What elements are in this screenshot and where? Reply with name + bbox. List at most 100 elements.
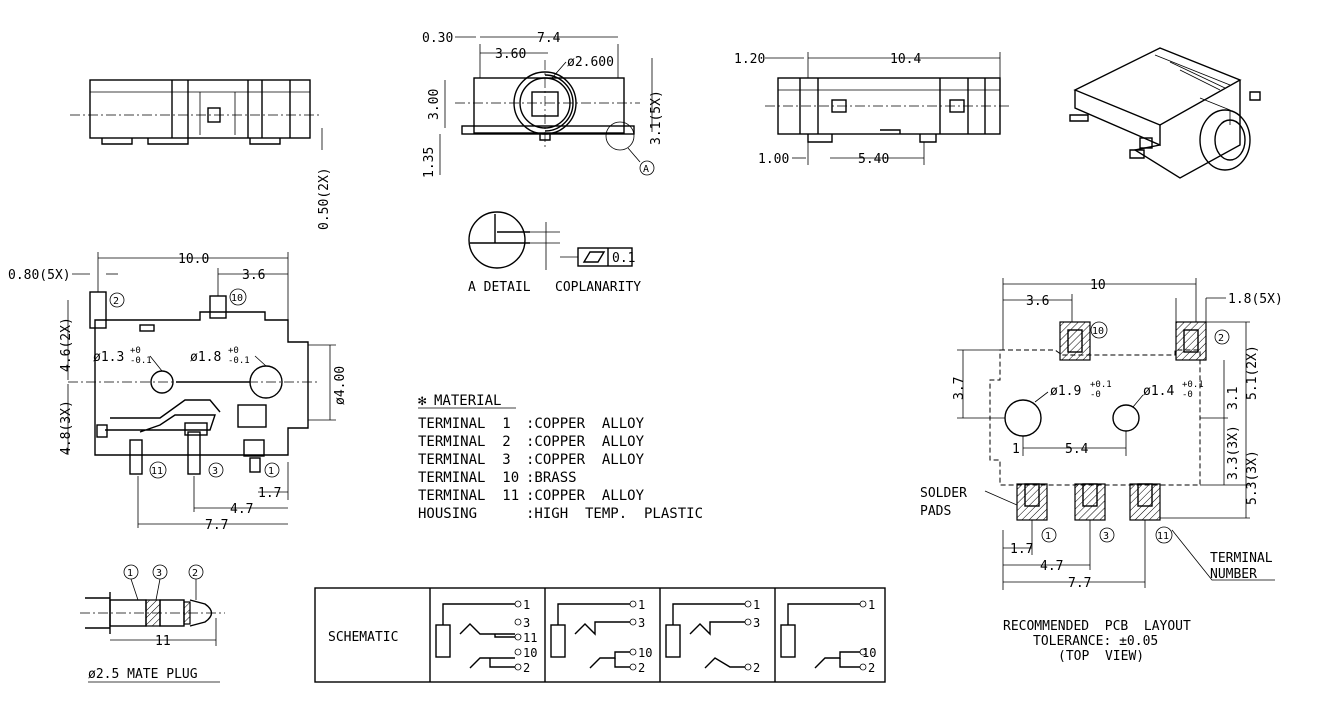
dim-030: 0.30 xyxy=(422,31,453,46)
material-row-5-material: :HIGH TEMP. PLASTIC xyxy=(526,506,703,522)
pcb-pad-1: 1 xyxy=(1045,531,1051,542)
p2-pin-2: 2 xyxy=(638,661,645,675)
hole1-tol-lower: -0.1 xyxy=(130,356,152,366)
material-row-4-material: :COPPER ALLOY xyxy=(526,488,645,504)
dim-080-5x: 0.80(5X) xyxy=(8,268,71,283)
hole2-tol-upper: +0 xyxy=(228,346,239,356)
dim-050-2x: 0.50(2X) xyxy=(317,167,332,230)
plug-marker-2: 2 xyxy=(192,568,198,579)
tolerance-value: 0.1 xyxy=(612,251,635,266)
p3-pin-1: 1 xyxy=(753,598,760,612)
pcb-solder-pads-2: PADS xyxy=(920,504,951,519)
pcb-pad-3: 3 xyxy=(1103,531,1109,542)
pcb-dim-47: 4.7 xyxy=(1040,559,1063,574)
p4-pin-10: 10 xyxy=(862,646,876,660)
pcb-dim-31: 3.1 xyxy=(1226,387,1241,410)
dim-100: 1.00 xyxy=(758,152,789,167)
p1-pin-3: 3 xyxy=(523,616,530,630)
p1-pin-2: 2 xyxy=(523,661,530,675)
hole1-tol-upper: +0 xyxy=(130,346,141,356)
pcb-dim-33-3x: 3.3(3X) xyxy=(1226,425,1241,480)
pcb-dim-17: 1.7 xyxy=(1010,542,1033,557)
p2-pin-3: 3 xyxy=(638,616,645,630)
top-terminal-11: 11 xyxy=(151,466,163,477)
mate-plug: 11 ø2.5 MATE PLUG 1 3 2 xyxy=(80,564,225,683)
schematic-label: SCHEMATIC xyxy=(328,630,398,645)
dim-77-top: 7.7 xyxy=(205,518,228,533)
pcb-dim-18-5x: 1.8(5X) xyxy=(1228,292,1283,307)
dim-360: 3.60 xyxy=(495,47,526,62)
p3-pin-3: 3 xyxy=(753,616,760,630)
pcb-pad-10: 10 xyxy=(1092,326,1104,337)
dim-100-top: 10.0 xyxy=(178,252,209,267)
pcb-layout: 10 2 1 3 11 10 3.6 1.8(5X) 3.7 ø1.9 +0.1… xyxy=(920,278,1283,664)
pcb-hole2: ø1.4 xyxy=(1143,384,1174,399)
material-row-1-part: TERMINAL 2 xyxy=(418,434,511,450)
p1-pin-11: 11 xyxy=(523,631,537,645)
pcb-dim-51-2x: 5.1(2X) xyxy=(1245,345,1260,400)
pcb-caption-2: TOLERANCE: ±0.05 xyxy=(1033,634,1158,649)
material-row-1-material: :COPPER ALLOY xyxy=(526,434,645,450)
front-view: A 0.30 7.4 3.60 ø2.600 3.00 1.35 3.1(5X) xyxy=(422,31,664,178)
p4-pin-2: 2 xyxy=(868,661,875,675)
dim-135: 1.35 xyxy=(422,147,437,178)
dim-phi2600: ø2.600 xyxy=(567,55,614,70)
hole2-tol-lower: -0.1 xyxy=(228,356,250,366)
pcb-pad-11: 11 xyxy=(1157,531,1169,542)
material-row-0-part: TERMINAL 1 xyxy=(418,416,511,432)
hole2-label: ø1.8 xyxy=(190,350,221,365)
schematic-panel-3: 1 3 2 xyxy=(665,598,760,675)
pcb-hole2-tol-upper: +0.1 xyxy=(1182,380,1204,390)
p1-pin-10: 10 xyxy=(523,646,537,660)
top-terminal-1: 1 xyxy=(268,466,274,477)
pcb-hole1-tol-lower: -0 xyxy=(1090,390,1101,400)
plug-length: 11 xyxy=(155,634,171,649)
pcb-terminal-number-1: TERMINAL xyxy=(1210,551,1273,566)
dim-48-3x: 4.8(3X) xyxy=(59,400,74,455)
pcb-terminal-number-2: NUMBER xyxy=(1210,567,1257,582)
side-view-left xyxy=(70,79,320,145)
dim-74: 7.4 xyxy=(537,31,561,46)
material-row-3-material: :BRASS xyxy=(526,470,577,486)
material-title: MATERIAL xyxy=(434,393,501,409)
pcb-pad-2: 2 xyxy=(1218,333,1224,344)
dim-47-top: 4.7 xyxy=(230,502,253,517)
schematic-panel-4: 1 10 2 xyxy=(780,598,876,675)
dim-46-2x: 4.6(2X) xyxy=(59,317,74,372)
coplanarity-label: COPLANARITY xyxy=(555,280,641,295)
hole1-label: ø1.3 xyxy=(93,350,124,365)
plug-marker-1: 1 xyxy=(127,568,133,579)
p4-pin-1: 1 xyxy=(868,598,875,612)
material-row-5-part: HOUSING xyxy=(418,506,477,522)
p2-pin-10: 10 xyxy=(638,646,652,660)
pcb-dim-37: 3.7 xyxy=(952,377,967,400)
pcb-dim-77: 7.7 xyxy=(1068,576,1091,591)
pcb-caption-3: (TOP VIEW) xyxy=(1058,649,1144,664)
material-row-3-part: TERMINAL 10 xyxy=(418,470,519,486)
material-title-mark: ✻ xyxy=(418,393,427,409)
dim-120: 1.20 xyxy=(734,52,765,67)
pcb-hole2-tol-lower: -0 xyxy=(1182,390,1193,400)
p2-pin-1: 1 xyxy=(638,598,645,612)
plug-label: ø2.5 MATE PLUG xyxy=(88,667,198,682)
pcb-solder-pads-1: SOLDER xyxy=(920,486,967,501)
pcb-dim-36: 3.6 xyxy=(1026,294,1049,309)
top-terminal-3: 3 xyxy=(212,466,218,477)
pcb-dim-1: 1 xyxy=(1012,442,1020,457)
detail-ref-label: A xyxy=(643,164,649,175)
dim-phi400: ø4.00 xyxy=(333,366,348,405)
dim-300: 3.00 xyxy=(427,89,442,120)
schematic-panel-2: 1 3 10 2 xyxy=(550,598,652,675)
plug-marker-3: 3 xyxy=(156,568,162,579)
pcb-dim-53-3x: 5.3(3X) xyxy=(1245,450,1260,505)
dim-17-top: 1.7 xyxy=(258,486,281,501)
dim-104: 10.4 xyxy=(890,52,921,67)
detail-label: A DETAIL xyxy=(468,280,531,295)
material-row-2-part: TERMINAL 3 xyxy=(418,452,511,468)
material-row-4-part: TERMINAL 11 xyxy=(418,488,519,504)
schematic-table: SCHEMATIC 1 3 11 10 2 xyxy=(314,587,886,683)
dim-31-5x: 3.1(5X) xyxy=(649,90,664,145)
pcb-caption-1: RECOMMENDED PCB LAYOUT xyxy=(1003,619,1191,634)
isometric-view xyxy=(1069,47,1261,179)
